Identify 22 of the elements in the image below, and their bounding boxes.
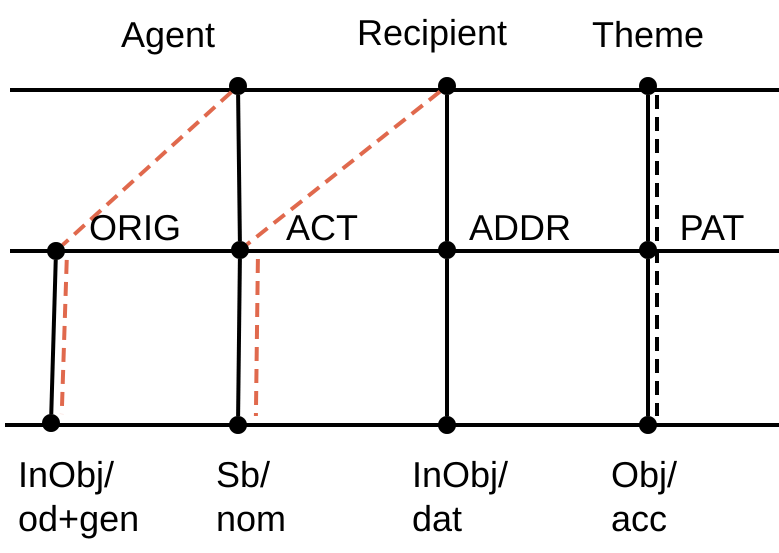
function-label: InObj/ dat bbox=[412, 453, 510, 541]
connector-line bbox=[445, 259, 449, 416]
dashed-line bbox=[254, 258, 260, 416]
role-label: ORIG bbox=[89, 208, 181, 248]
connector-line bbox=[49, 260, 58, 414]
connector-line bbox=[646, 259, 650, 416]
role-label: Theme bbox=[592, 15, 704, 55]
role-label: ACT bbox=[286, 208, 358, 248]
dashed-line bbox=[61, 90, 233, 246]
connector-line bbox=[445, 95, 449, 241]
role-label: Recipient bbox=[356, 13, 508, 53]
connector-line bbox=[236, 94, 242, 242]
dashed-line bbox=[246, 90, 442, 246]
role-label: ADDR bbox=[469, 208, 571, 248]
connector-line bbox=[236, 258, 242, 416]
connector-line bbox=[646, 95, 650, 241]
role-label: PAT bbox=[680, 208, 744, 248]
dashed-line bbox=[655, 95, 659, 416]
function-label: Obj/ acc bbox=[611, 453, 678, 541]
function-label: Sb/ nom bbox=[216, 453, 288, 541]
function-label: InObj/ od+gen bbox=[18, 453, 140, 541]
role-label: Agent bbox=[120, 15, 216, 55]
